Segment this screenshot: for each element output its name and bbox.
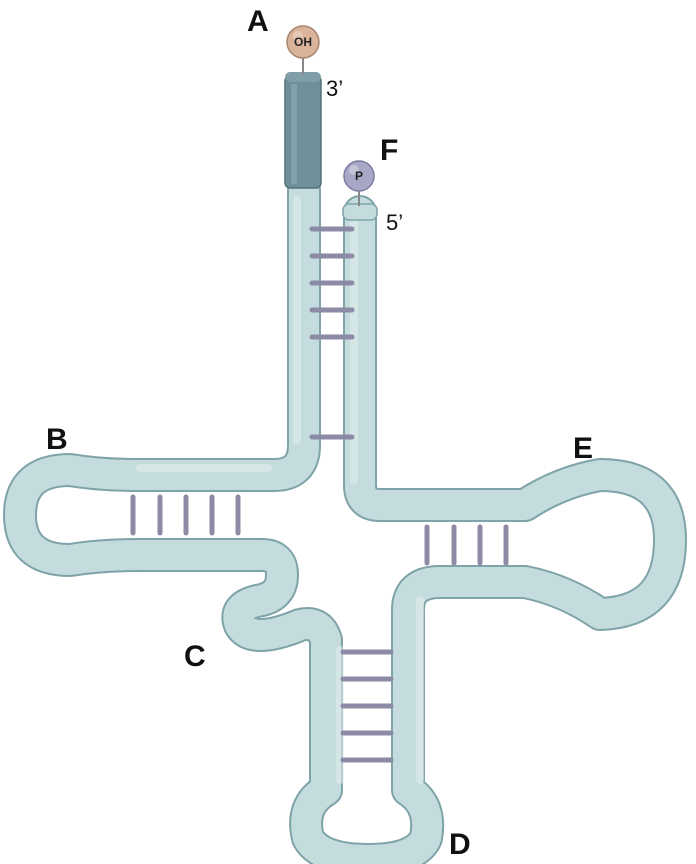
- label-e: E: [573, 432, 593, 465]
- three-prime-label: 3’: [326, 76, 343, 101]
- trna-strand: [3, 173, 687, 864]
- base-pairs-d-arm: [130, 494, 241, 536]
- five-prime-end: [342, 203, 378, 221]
- base-pairs-t-arm: [424, 524, 509, 566]
- five-prime-label: 5’: [386, 210, 403, 235]
- label-c: C: [184, 640, 206, 673]
- p-cap-label: P: [355, 169, 363, 183]
- label-a: A: [247, 5, 269, 38]
- acceptor-stem: [284, 72, 322, 189]
- oh-cap-label: OH: [294, 35, 312, 49]
- p-cap: P: [343, 160, 375, 206]
- label-d: D: [449, 828, 471, 861]
- base-pairs-acceptor: [309, 226, 355, 440]
- label-f: F: [380, 134, 398, 167]
- base-pairs-anticodon-arm: [340, 649, 394, 763]
- oh-cap: OH: [286, 25, 320, 74]
- label-b: B: [46, 423, 68, 456]
